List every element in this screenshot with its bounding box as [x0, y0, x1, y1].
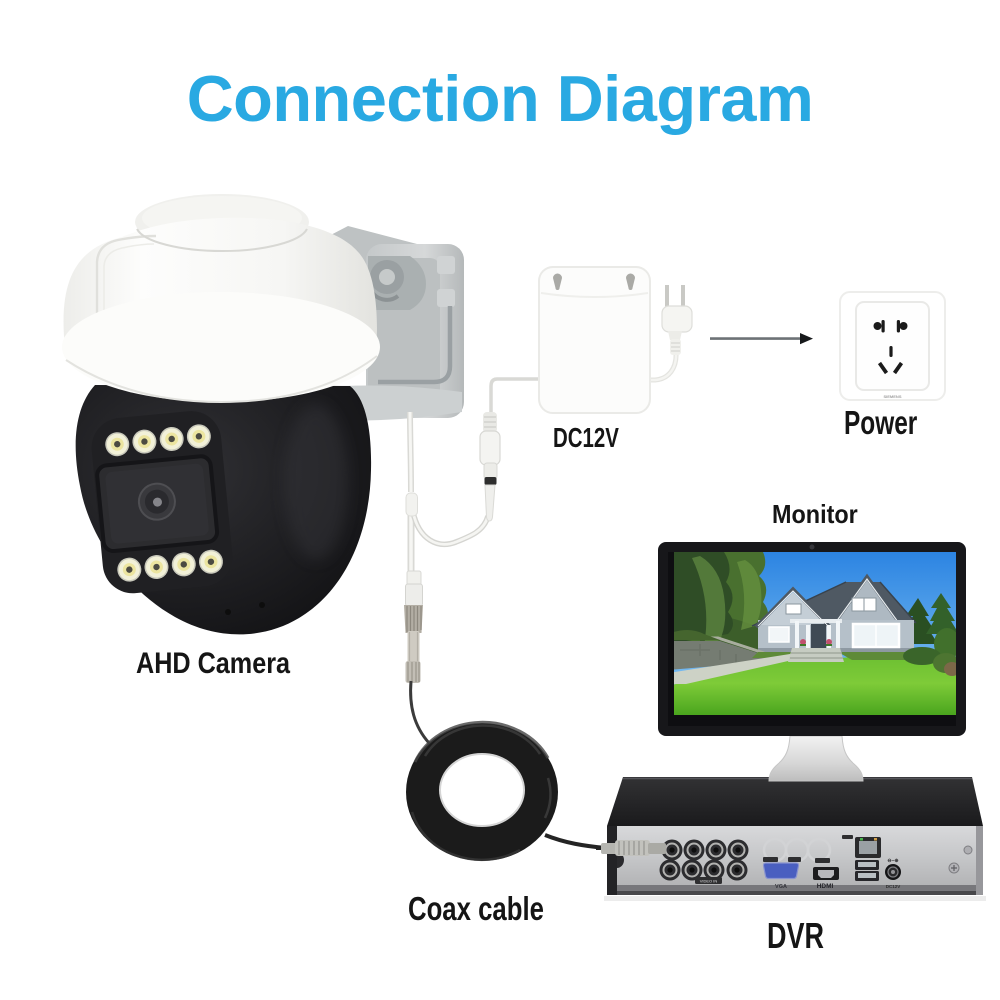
- svg-text:HDMI: HDMI: [817, 883, 834, 890]
- svg-text:⊖–⊕: ⊖–⊕: [887, 858, 898, 864]
- svg-text:SIEMENS: SIEMENS: [883, 394, 901, 399]
- svg-text:DC12V: DC12V: [886, 884, 901, 889]
- svg-text:VIDEO IN: VIDEO IN: [700, 879, 718, 884]
- svg-text:VGA: VGA: [775, 884, 787, 890]
